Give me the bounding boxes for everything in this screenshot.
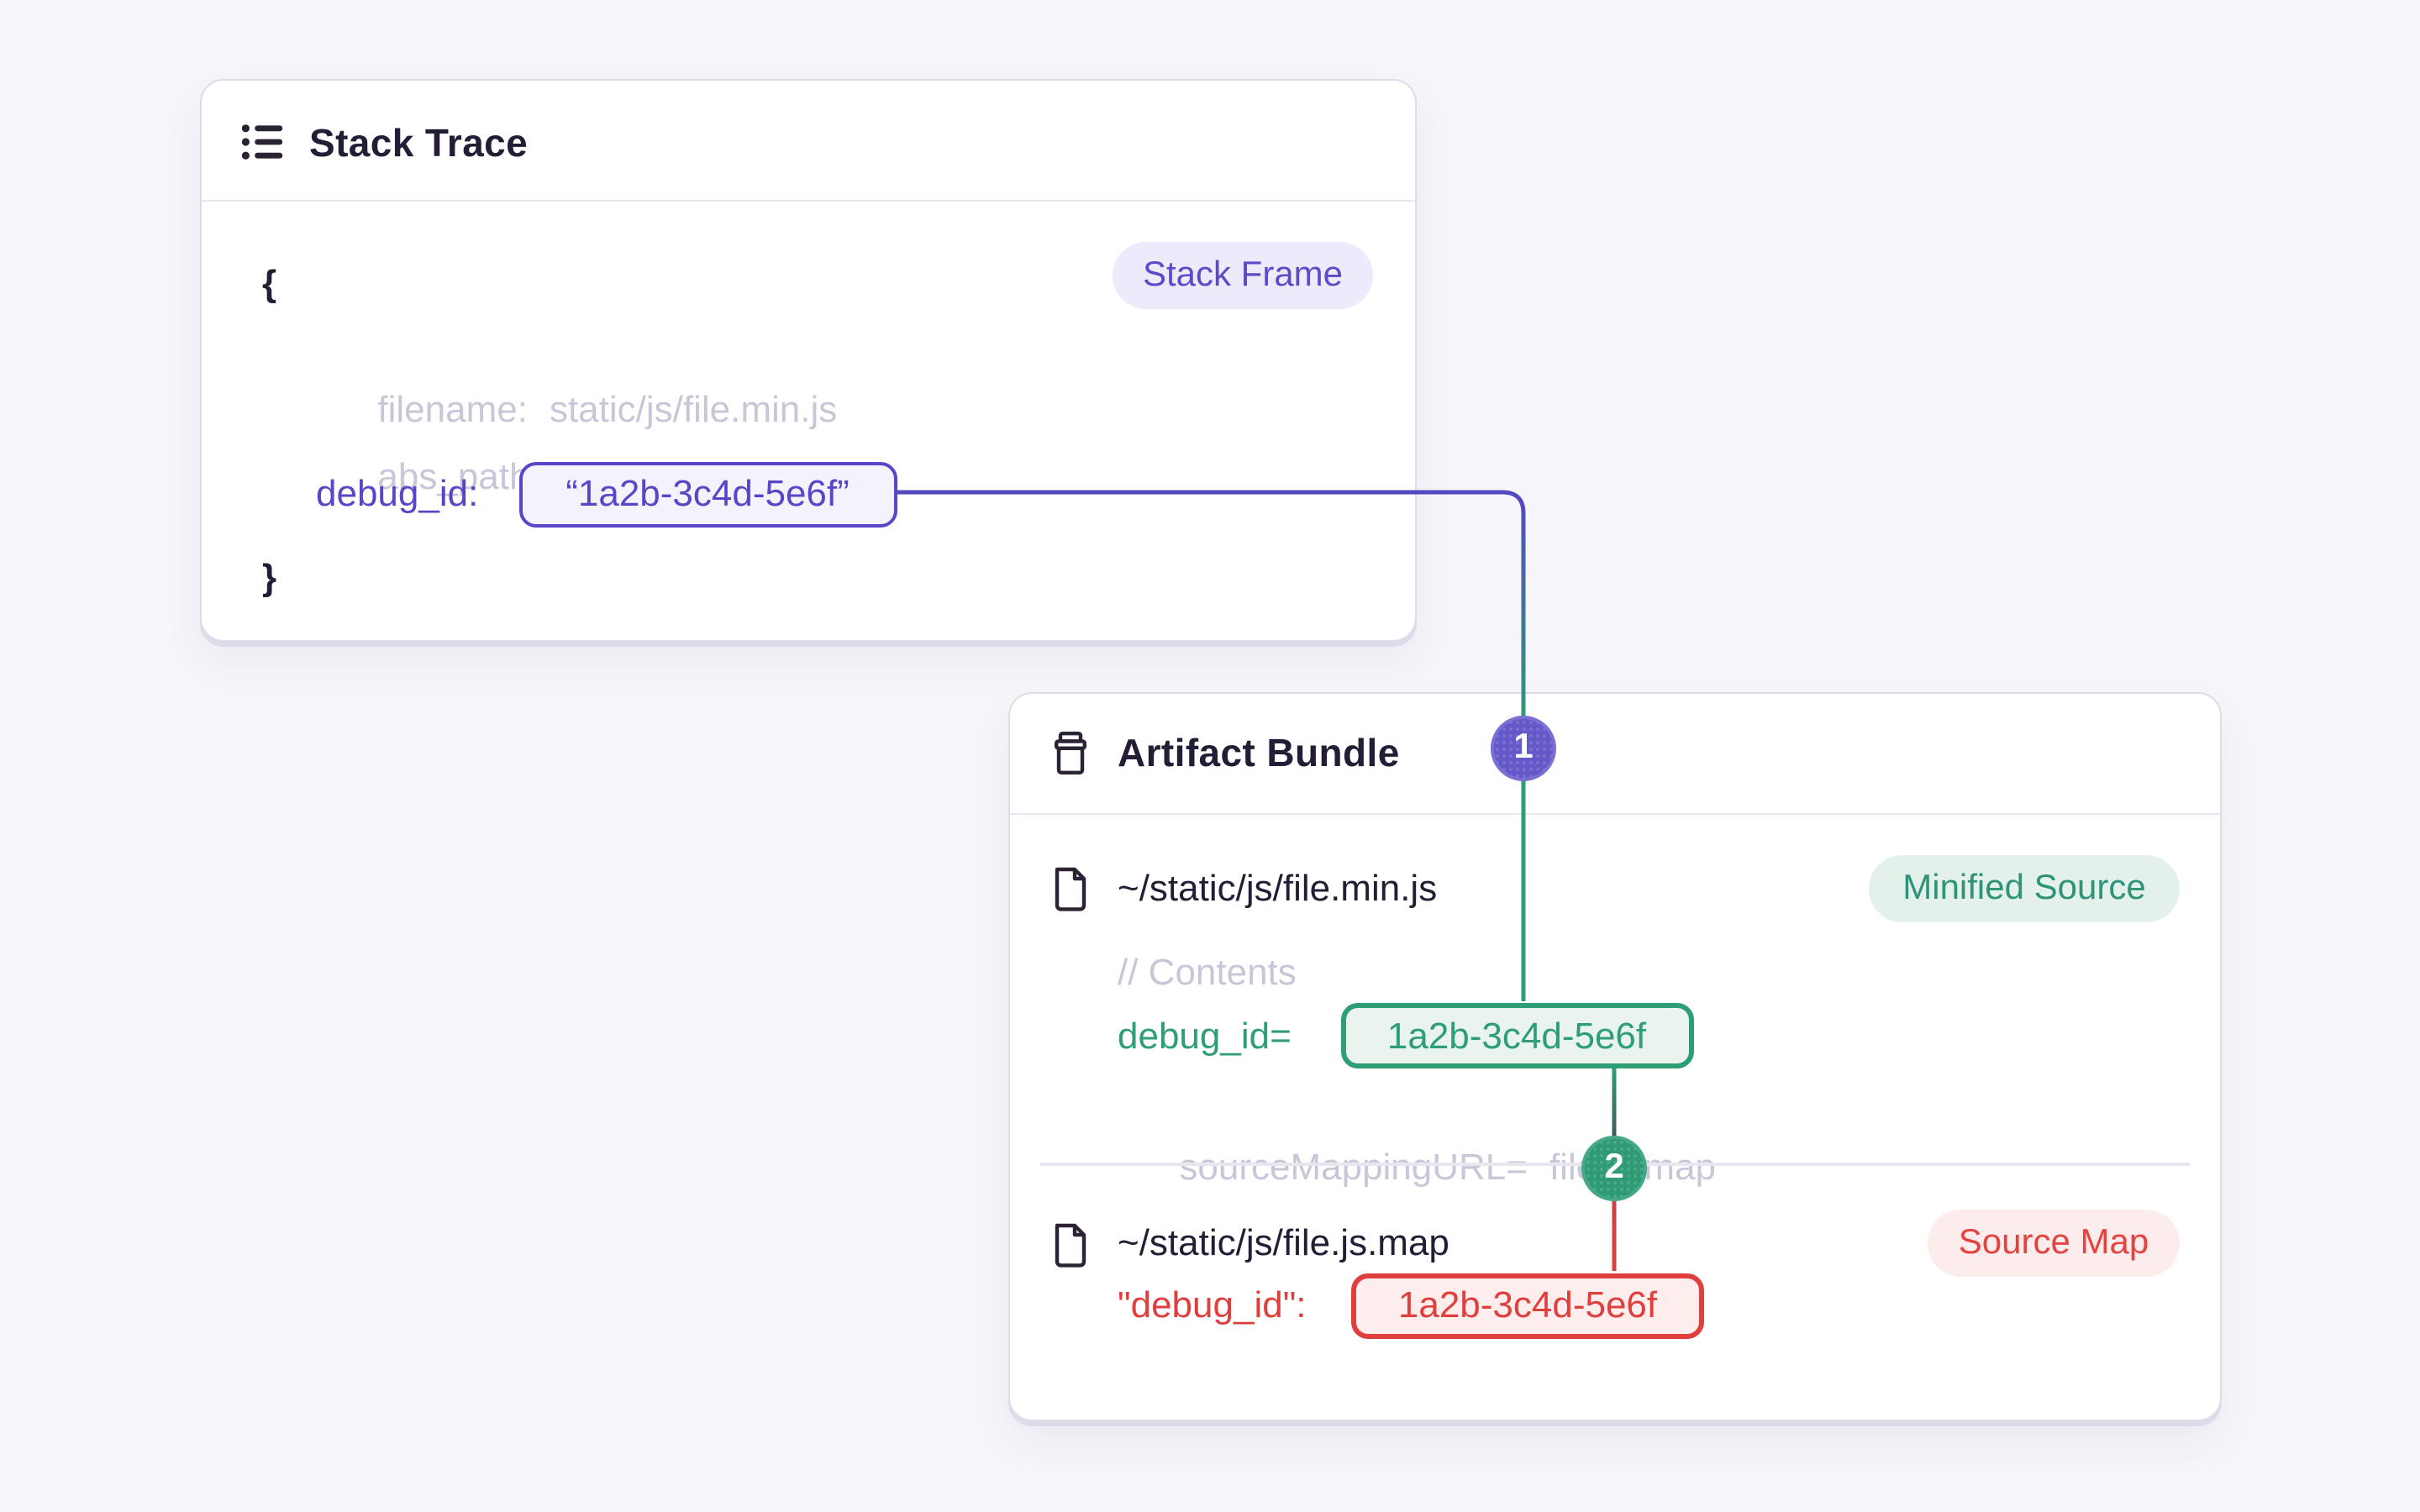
header-divider [202, 199, 1415, 202]
header-divider [1010, 812, 2220, 815]
filename-line: filename: static/js/file.min.js [316, 339, 837, 430]
list-icon [241, 124, 283, 160]
abs-path-line: abs_path: ~/static/js/file.min.js [316, 407, 881, 497]
filename-key: filename: [377, 388, 528, 430]
step-1-number: 1 [1513, 727, 1534, 766]
bundle-debug-id-value: 1a2b-3c4d-5e6f [1386, 1014, 1647, 1056]
debug-id-value-box: “1a2b-3c4d-5e6f” [518, 462, 897, 527]
minified-source-badge: Minified Source [1869, 854, 2180, 921]
abs-path-key: abs_path: [377, 455, 540, 497]
source-map-badge: Source Map [1928, 1210, 2180, 1277]
stack-trace-card: Stack Trace { filename: static/js/file.m… [200, 79, 1417, 642]
map-debug-id-value: 1a2b-3c4d-5e6f [1397, 1284, 1658, 1326]
filename-value: static/js/file.min.js [549, 388, 838, 430]
debug-id-value: “1a2b-3c4d-5e6f” [566, 472, 850, 515]
map-debug-id-key: "debug_id": [1118, 1284, 1307, 1326]
archive-icon [1054, 732, 1086, 774]
source-map-badge-label: Source Map [1958, 1223, 2149, 1262]
close-brace: } [262, 556, 277, 598]
source-mapping-key: sourceMappingURL= [1179, 1145, 1528, 1187]
source-map-file-name: ~/static/js/file.js.map [1118, 1221, 1449, 1263]
open-brace: { [262, 262, 277, 304]
minified-source-badge-label: Minified Source [1902, 868, 2146, 906]
debug-id-key: debug_id: [316, 472, 479, 514]
minified-file-name: ~/static/js/file.min.js [1118, 866, 1438, 908]
stack-trace-title: Stack Trace [309, 121, 529, 165]
source-mapping-line: sourceMappingURL= file.js.map [1118, 1096, 1716, 1187]
bundle-debug-id-value-box: 1a2b-3c4d-5e6f [1340, 1003, 1693, 1068]
stack-frame-badge-label: Stack Frame [1142, 255, 1344, 294]
map-debug-id-value-box: 1a2b-3c4d-5e6f [1351, 1273, 1704, 1338]
file-icon [1054, 867, 1086, 911]
file-icon [1054, 1222, 1086, 1267]
contents-comment: // Contents [1118, 951, 1297, 993]
artifact-bundle-card: Artifact Bundle ~/static/js/file.min.js … [1008, 692, 2222, 1421]
bundle-debug-id-key: debug_id= [1118, 1014, 1292, 1056]
stack-frame-badge: Stack Frame [1113, 242, 1373, 308]
step-1-marker: 1 [1491, 715, 1556, 780]
step-2-marker: 2 [1581, 1135, 1647, 1200]
artifact-bundle-title: Artifact Bundle [1118, 731, 1400, 774]
step-2-number: 2 [1604, 1147, 1624, 1186]
